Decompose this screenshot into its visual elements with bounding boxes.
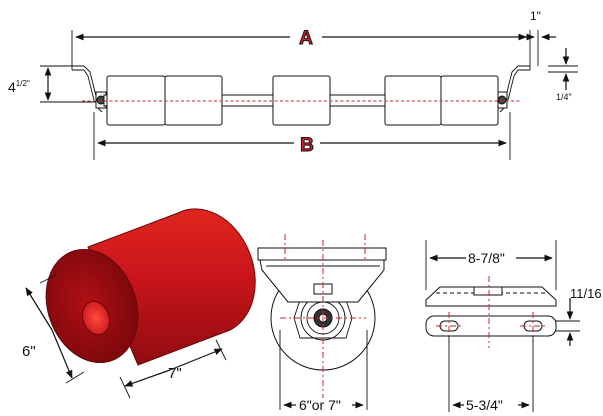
dimension-b-label: B	[300, 135, 314, 156]
top-view: A 1" 1/4" 41/2"	[8, 9, 578, 160]
dimension-drop-label: 1/4"	[556, 92, 572, 102]
dimension-height-label: 41/2"	[8, 79, 30, 95]
slot-spacing-label: 5-3/4"	[466, 397, 503, 413]
side-width-label: 6"or 7"	[299, 397, 341, 413]
bracket-top	[425, 286, 557, 307]
roller-length-label: 7"	[168, 365, 182, 382]
slot-size-label: 11/16	[570, 286, 602, 301]
side-bracket-body	[259, 259, 385, 303]
right-bracket	[499, 65, 530, 113]
bracket-width-label: 8-7/8"	[468, 250, 505, 266]
left-bracket	[70, 65, 103, 113]
roller-3d: 6" 7"	[22, 208, 256, 399]
roller-bore-hole	[81, 300, 111, 336]
bracket-base-plate	[425, 315, 557, 337]
dimension-offset-label: 1"	[530, 9, 541, 23]
side-view: 6"or 7"	[257, 234, 387, 413]
roller-diameter-label: 6"	[22, 343, 36, 360]
bracket-view: 8-7/8" 11/16 5-3/4"	[425, 240, 602, 413]
dimension-a-label: A	[299, 28, 313, 49]
side-bracket-top	[257, 247, 387, 261]
